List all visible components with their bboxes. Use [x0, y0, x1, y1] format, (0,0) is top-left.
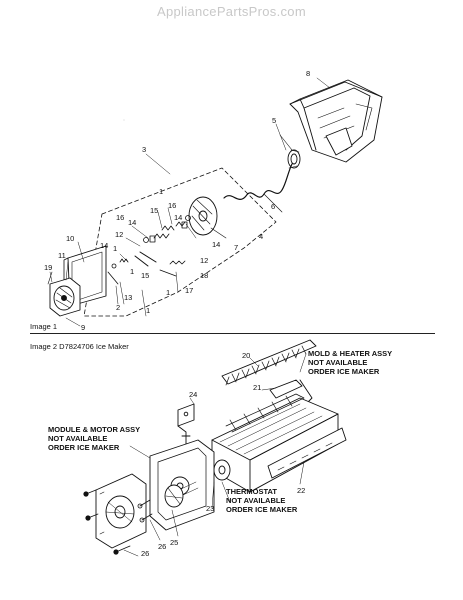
motor-part-9 [47, 271, 81, 317]
assembly-outline [83, 167, 277, 317]
part-label: 24 [189, 390, 198, 399]
part-label: 1 [159, 187, 164, 196]
part-label: 12 [200, 256, 209, 265]
motor-gear-part-25 [164, 484, 184, 508]
part-label: 19 [44, 263, 53, 272]
part-label: 1 [166, 288, 171, 297]
part-label: 18 [200, 271, 209, 280]
part-label: 8 [306, 69, 311, 78]
ice-mold-assembly [211, 393, 339, 493]
part-label: 23 [206, 504, 215, 513]
part-label: 16 [168, 201, 177, 210]
part-label: 9 [81, 323, 86, 332]
part-label: 20 [242, 351, 251, 360]
part-label: 22 [297, 486, 306, 495]
auger-wire-part-6 [223, 163, 293, 200]
bearing-part-5 [287, 149, 301, 169]
part-label: 10 [66, 234, 75, 243]
part-label: 25 [170, 538, 179, 547]
part-label: 6 [271, 202, 276, 211]
watermark: AppliancePartsPros.com [157, 4, 306, 19]
part-label: 14 [128, 218, 137, 227]
part-label: 14 [100, 241, 109, 250]
part-label: 3 [142, 145, 147, 154]
ejector-blade-part-20 [221, 339, 317, 386]
part-label: 14 [212, 240, 221, 249]
module-front-cover [95, 473, 147, 549]
image-1-caption: Image 1 [30, 322, 58, 331]
leader-lines-image-1 [49, 77, 331, 327]
part-label: 16 [116, 213, 125, 222]
part-label: 2 [116, 303, 121, 312]
part-label: 15 [150, 206, 159, 215]
leader-lines-image-2 [123, 353, 307, 557]
part-label: 1 [146, 306, 151, 315]
part-label: 5 [272, 116, 277, 125]
part-label: 7 [234, 243, 239, 252]
heater-strip-part-22 [267, 427, 347, 479]
image-2-caption: Image 2 D7824706 Ice Maker [30, 342, 129, 351]
part-label: 13 [124, 293, 133, 302]
screws [83, 489, 153, 555]
mounting-bracket-part-24 [177, 403, 195, 447]
part-label: 14 [174, 213, 183, 222]
part-label: 26 [158, 542, 167, 551]
part-label: 21 [253, 383, 262, 392]
part-label: 15 [141, 271, 150, 280]
part-label: 26 [141, 549, 150, 558]
section-divider [30, 333, 435, 334]
part-label: 17 [185, 286, 194, 295]
part-label: 1 [130, 267, 135, 276]
ice-bucket-part-8 [289, 79, 383, 163]
part-label: 4 [259, 232, 264, 241]
part-label: 12 [115, 230, 124, 239]
part-label: 11 [58, 251, 66, 260]
module-housing [149, 439, 215, 531]
part-label: 1 [113, 244, 118, 253]
